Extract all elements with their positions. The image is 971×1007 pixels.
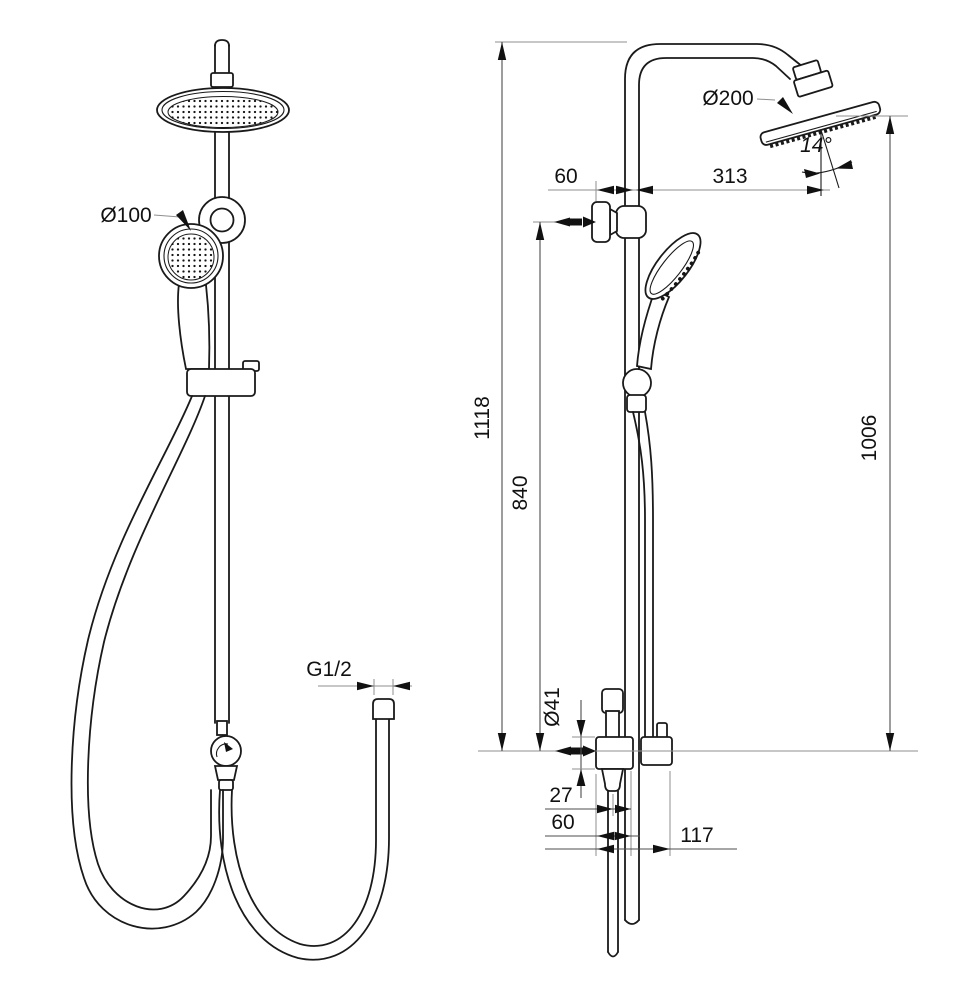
dim-hand-shower-diameter: Ø100	[100, 204, 191, 231]
label-total-height: 1118	[471, 396, 494, 440]
side-view: 1118 840 1006 60 313	[471, 41, 918, 958]
label-hose-offset: 27	[549, 784, 572, 807]
hose-g12-fitting	[372, 698, 395, 720]
hand-shower-face	[167, 233, 215, 281]
slider-holder-front	[186, 360, 260, 397]
front-view: Ø100 G1/2	[70, 39, 412, 961]
bracket-screw-icon	[554, 216, 596, 228]
label-overhead-height: 1006	[858, 415, 881, 462]
dim-overhead-diameter: Ø200	[702, 87, 793, 114]
riser-gooseneck-side	[624, 43, 804, 925]
nozzle-dots	[660, 250, 701, 301]
hand-shower-handle	[177, 283, 211, 370]
diverter-knob	[601, 688, 624, 714]
dim-total-height: 1118	[471, 42, 507, 751]
dim-hose-thread: G1/2	[306, 658, 412, 695]
pipe-connector-nut	[210, 72, 234, 88]
valve-outlet-nut	[600, 768, 625, 792]
wall-bracket-side	[591, 201, 647, 243]
hand-shower-front	[158, 223, 224, 370]
nozzle-band	[769, 114, 877, 149]
label-bracket-height: 840	[509, 475, 532, 510]
label-overhead-diameter: Ø200	[702, 87, 753, 110]
overhead-shower-front	[156, 87, 290, 133]
valve-screw-icon	[555, 745, 596, 757]
hose-side-upper	[632, 411, 654, 738]
slider-holder-side	[622, 368, 652, 398]
dim-60-313: 60 313	[548, 165, 830, 201]
valve-stub	[656, 722, 668, 739]
label-tilt-angle: 14°	[800, 134, 832, 157]
diverter-front	[210, 720, 242, 791]
label-valve-projection: 117	[680, 824, 713, 847]
dim-valve-diameter: Ø41	[541, 687, 595, 798]
hand-shower-side	[622, 232, 702, 413]
label-hand-shower-diameter: Ø100	[100, 204, 151, 227]
hose-side-lower	[607, 790, 619, 958]
overhead-shower-side	[759, 59, 882, 149]
label-bottom-offset: 60	[551, 811, 574, 834]
bottom-dimensions: 27 60 117	[545, 771, 737, 856]
label-valve-diameter: Ø41	[541, 687, 564, 727]
dim-tilt-angle: 14°	[800, 129, 853, 196]
label-hose-thread: G1/2	[306, 658, 352, 681]
dim-bracket-height: 840	[509, 222, 545, 751]
label-projection: 313	[712, 165, 747, 188]
shower-hose-front	[70, 395, 395, 961]
label-wall-offset: 60	[554, 165, 577, 188]
dim-overhead-height: 1006	[858, 116, 895, 751]
diverter-valve-side	[595, 688, 673, 792]
